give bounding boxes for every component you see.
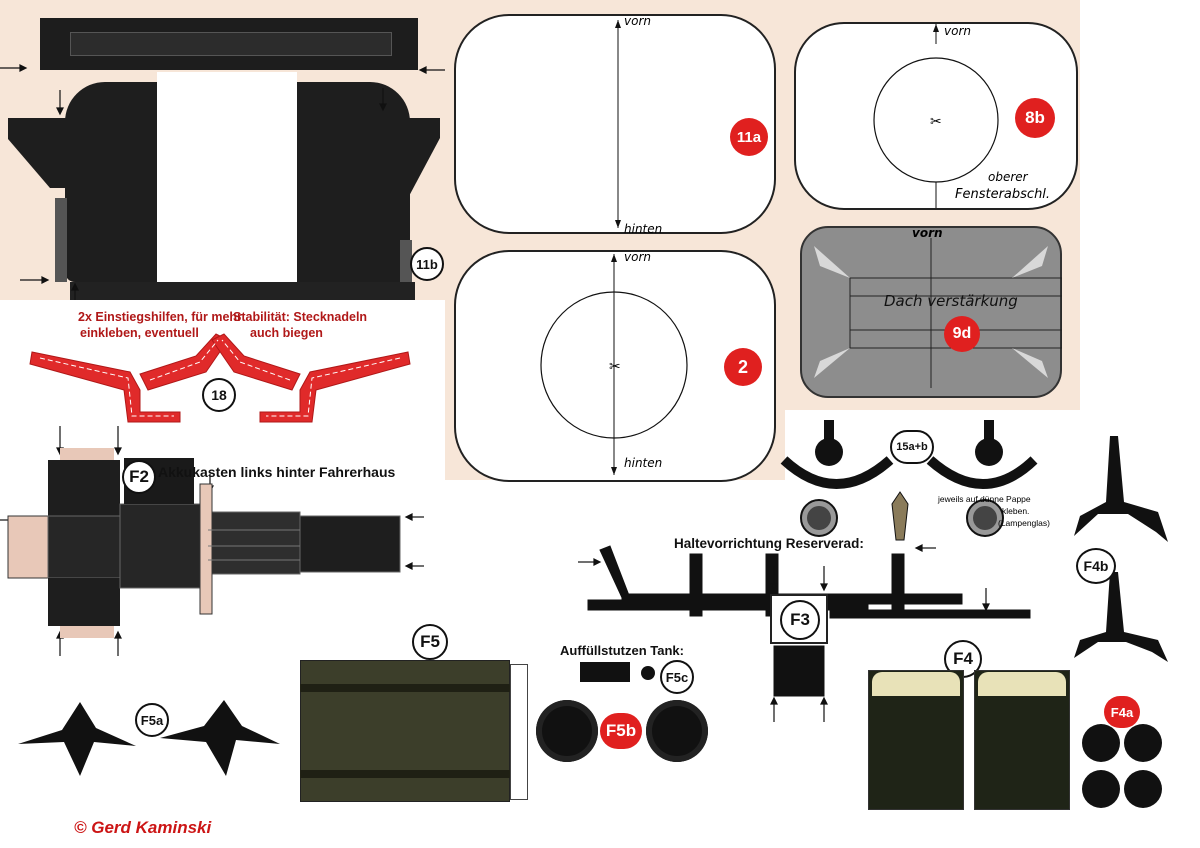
part-11a-vorn-label: vorn — [624, 14, 651, 28]
part-11a-hinten-label: hinten — [624, 222, 663, 236]
part-f2-box-net — [0, 426, 424, 656]
part-2-hinten-label: hinten — [624, 456, 663, 470]
svg-text:✂: ✂ — [930, 114, 942, 130]
part-f4-box-left-top — [872, 672, 960, 696]
badge-f5c: F5c — [660, 660, 694, 694]
badge-f4b: F4b — [1076, 548, 1116, 584]
part-f5c-rect — [580, 662, 630, 682]
badge-2: 2 — [724, 348, 762, 386]
part-8b-drawing: ✂ — [873, 24, 999, 208]
part-f4a-disc-4 — [1124, 770, 1162, 808]
badge-f5: F5 — [412, 624, 448, 660]
haltevorrichtung-label: Haltevorrichtung Reserverad: — [674, 536, 864, 551]
copyright-label: © Gerd Kaminski — [74, 818, 212, 837]
part-f5-tank-stripe-top — [300, 684, 510, 692]
part-f4a-disc-1 — [1082, 724, 1120, 762]
badge-f5b: F5b — [600, 713, 642, 749]
part-f4b-brackets — [1074, 436, 1168, 662]
part-8b-vorn-label: vorn — [944, 24, 971, 38]
part-f5c-cap — [641, 666, 655, 680]
pappe-note-line3: (Lampenglas) — [998, 518, 1050, 528]
part-11b-arrows — [0, 64, 445, 300]
part-11b-bottom-strip — [70, 282, 415, 300]
part-11b-window — [157, 72, 297, 284]
einstieg-note-line2-b: auch biegen — [250, 326, 323, 340]
part-f5-tank-stripe-bottom — [300, 770, 510, 778]
einstieg-note-line2-a: einkleben, eventuell — [80, 326, 199, 340]
part-18-steps — [29, 333, 411, 423]
part-15-lamps — [780, 420, 1038, 537]
part-9d-dach-label: Dach verstärkung — [884, 292, 1018, 310]
badge-f4a: F4a — [1104, 696, 1140, 728]
part-f4-box-right-top — [978, 672, 1066, 696]
part-2-vorn-label: vorn — [624, 250, 651, 264]
badge-f2: F2 — [122, 460, 156, 494]
part-f4a-disc-3 — [1082, 770, 1120, 808]
part-2-panel — [454, 250, 776, 482]
part-9d-vorn-label: vorn — [912, 226, 943, 240]
einstieg-note-line1-b: Stabilität: Stecknadeln — [233, 310, 368, 324]
auffuell-label: Auffüllstutzen Tank: — [560, 643, 684, 658]
part-11b-left-tab — [55, 198, 67, 282]
part-11b-right-tab — [400, 240, 412, 282]
part-f5-tank-flap — [510, 664, 528, 800]
pappe-note-line1: jeweils auf dünne Pappe — [938, 494, 1031, 504]
badge-f5a: F5a — [135, 703, 169, 737]
badge-11a: 11a — [730, 118, 768, 156]
part-9d-drawing — [814, 238, 1062, 388]
badge-11b: 11b — [410, 247, 444, 281]
einstieg-note-line1-a: 2x Einstiegshilfen, für mehr — [78, 310, 242, 324]
part-11a-panel — [454, 14, 776, 234]
part-f5b-disc-right — [646, 700, 708, 762]
badge-18: 18 — [202, 378, 236, 412]
badge-9d: 9d — [944, 316, 980, 352]
part-f5-tank — [300, 660, 510, 802]
part-f5b-disc-left — [536, 700, 598, 762]
svg-text:✂: ✂ — [609, 359, 621, 375]
part-11b-top-strip-inner — [70, 32, 392, 56]
badge-8b: 8b — [1015, 98, 1055, 138]
badge-15ab: 15a+b — [890, 430, 934, 464]
pappe-note-line2: kleben. — [1002, 506, 1030, 516]
part-f5a-brackets — [18, 700, 280, 776]
badge-f3: F3 — [780, 600, 820, 640]
part-8b-oberer-label: oberer — [988, 170, 1028, 184]
part-8b-fensterabschl-label: Fensterabschl. — [955, 187, 1051, 202]
part-2-drawing: ✂ — [540, 254, 688, 475]
f2-akkukasten-label: Akkukasten links hinter Fahrerhaus — [158, 464, 396, 480]
part-f4a-disc-2 — [1124, 724, 1162, 762]
part-11a-axis — [615, 20, 621, 228]
